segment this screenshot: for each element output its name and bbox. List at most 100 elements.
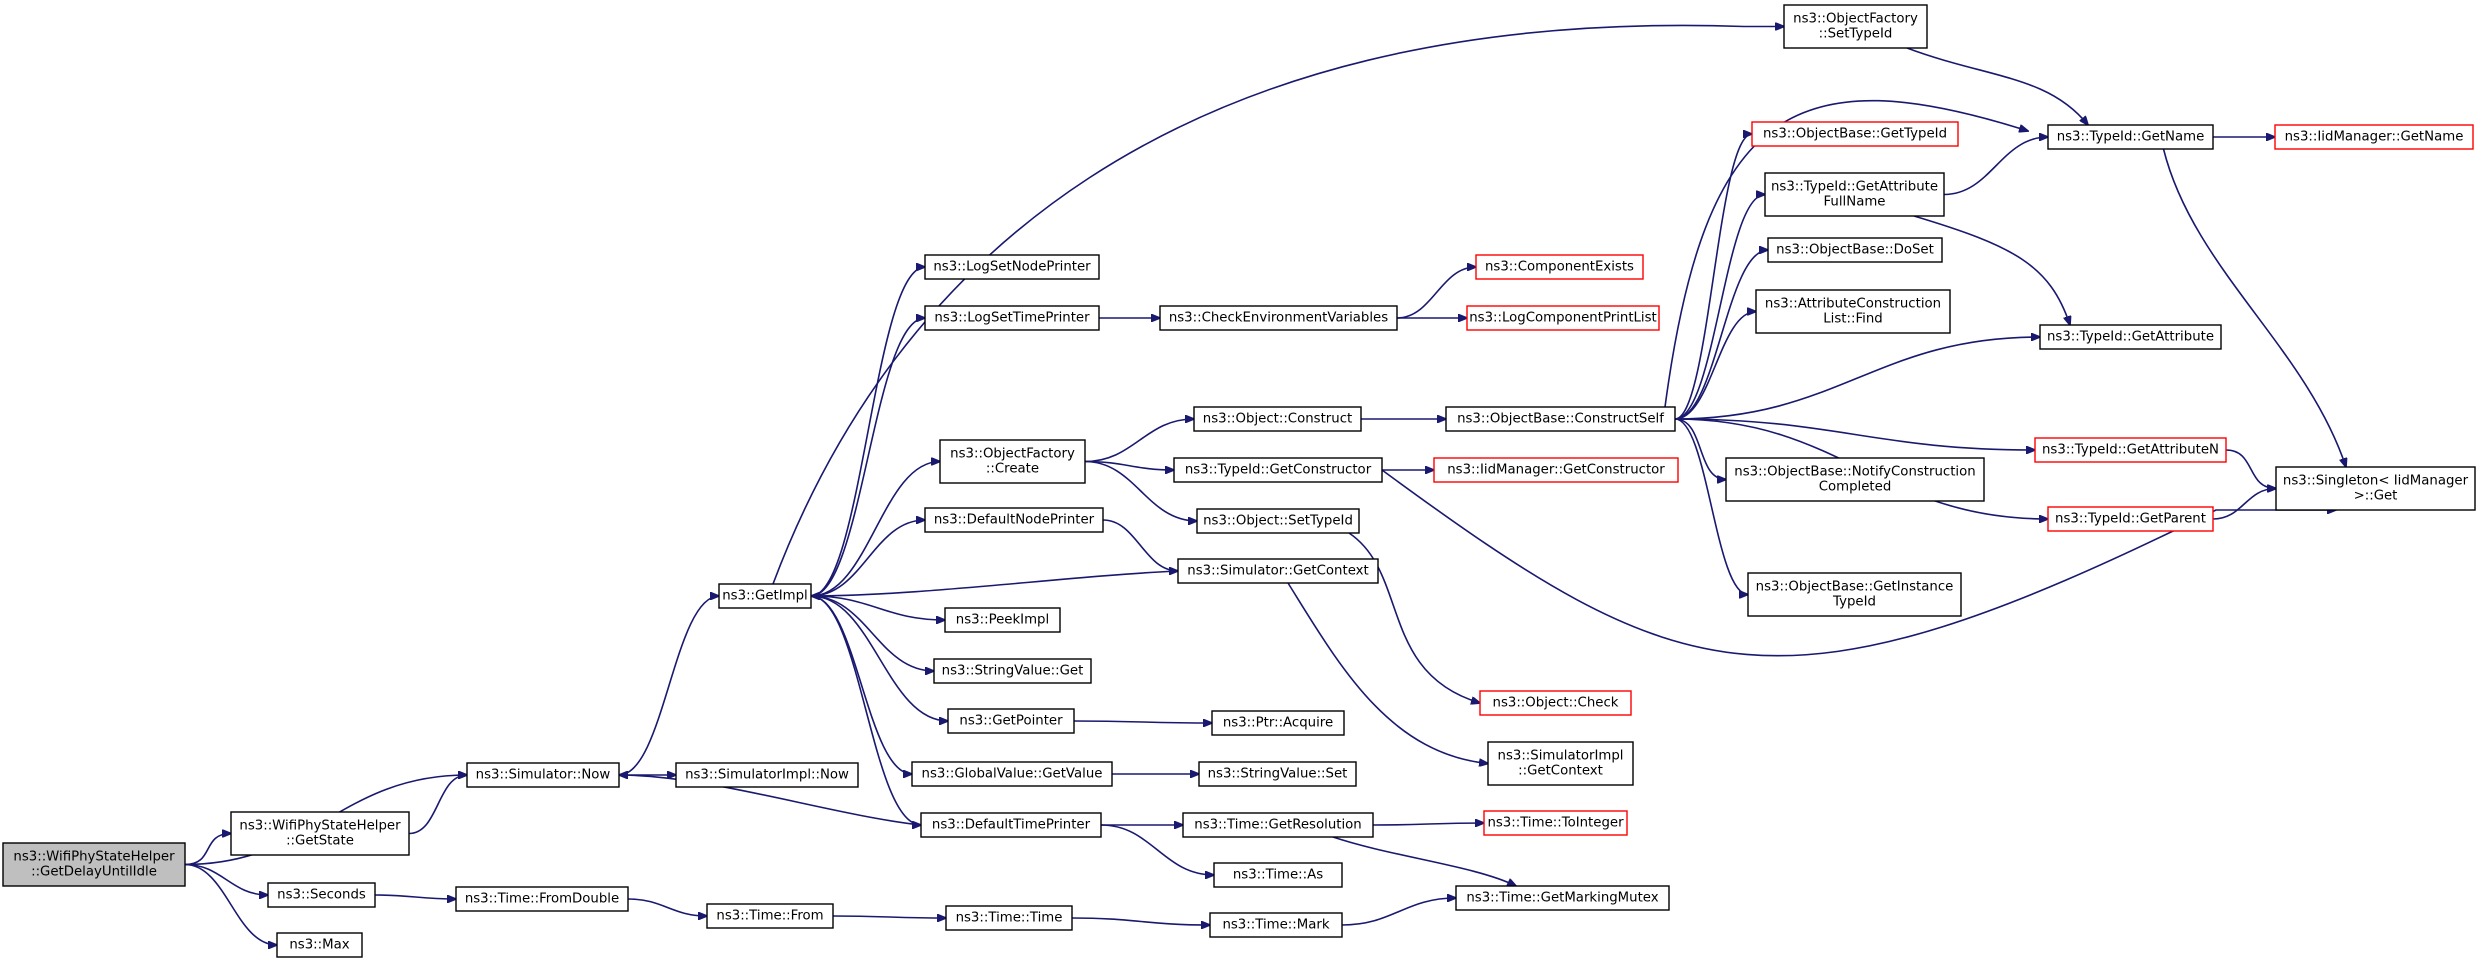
node-getpointer[interactable]: ns3::GetPointer	[947, 708, 1075, 734]
edge-getimpl-to-objfactory_create	[810, 462, 940, 597]
node-box	[1475, 254, 1644, 280]
edge-checkenv-to-compexists	[1396, 267, 1476, 319]
node-objfactory_settypeid[interactable]: ns3::ObjectFactory::SetTypeId	[1783, 4, 1928, 49]
node-sim_now[interactable]: ns3::Simulator::Now	[466, 762, 620, 788]
node-compexists[interactable]: ns3::ComponentExists	[1475, 254, 1644, 280]
node-logtime[interactable]: ns3::LogSetTimePrinter	[924, 305, 1100, 331]
node-stringvalue_set[interactable]: ns3::StringValue::Set	[1198, 761, 1357, 787]
node-stringvalue_get[interactable]: ns3::StringValue::Get	[933, 658, 1092, 684]
node-globalvalue[interactable]: ns3::GlobalValue::GetValue	[911, 761, 1113, 787]
node-obj_construct[interactable]: ns3::Object::Construct	[1193, 406, 1362, 432]
node-getimpl[interactable]: ns3::GetImpl	[718, 583, 812, 609]
node-seconds[interactable]: ns3::Seconds	[267, 882, 376, 908]
node-label: ns3::Time::FromDouble	[465, 892, 619, 907]
node-box	[1455, 885, 1670, 911]
node-typeid_getparent[interactable]: ns3::TypeId::GetParent	[2047, 506, 2214, 532]
edge-constructself-to-getattrfullname	[1674, 195, 1765, 420]
node-obj_check[interactable]: ns3::Object::Check	[1479, 690, 1632, 716]
node-markingmutex[interactable]: ns3::Time::GetMarkingMutex	[1455, 885, 1670, 911]
node-box	[944, 607, 1061, 633]
node-box	[1751, 121, 1959, 147]
node-objbase_gettypeid[interactable]: ns3::ObjectBase::GetTypeId	[1751, 121, 1959, 147]
edge-typeid_getparent-to-singleton_get	[2212, 489, 2276, 520]
node-label: ns3::GetPointer	[959, 714, 1063, 729]
node-typeid_getname[interactable]: ns3::TypeId::GetName	[2047, 124, 2214, 150]
node-box	[2, 842, 186, 887]
node-typeid_getattributen[interactable]: ns3::TypeId::GetAttributeN	[2034, 437, 2227, 463]
node-simimpl_getcontext[interactable]: ns3::SimulatorImpl::GetContext	[1487, 741, 1634, 786]
node-mark[interactable]: ns3::Time::Mark	[1209, 912, 1343, 938]
edge-root-to-seconds	[184, 863, 268, 896]
node-time_time[interactable]: ns3::Time::Time	[945, 905, 1073, 931]
node-box	[2039, 324, 2222, 350]
edge-objfactory_settypeid-to-typeid_getname	[1906, 47, 2088, 125]
node-box	[718, 583, 812, 609]
node-max[interactable]: ns3::Max	[276, 932, 363, 958]
node-box	[920, 812, 1102, 838]
node-time_as[interactable]: ns3::Time::As	[1213, 862, 1343, 888]
node-box	[1433, 457, 1679, 483]
node-typeid_getconstructor[interactable]: ns3::TypeId::GetConstructor	[1173, 457, 1383, 483]
edge-getpointer-to-ptr_acquire	[1073, 721, 1212, 723]
edge-getimpl-to-logtime	[810, 318, 925, 597]
node-lognode[interactable]: ns3::LogSetNodePrinter	[924, 254, 1100, 280]
node-iid_getname[interactable]: ns3::IidManager::GetName	[2274, 124, 2474, 150]
node-box	[1445, 406, 1676, 432]
node-objfactory_create[interactable]: ns3::ObjectFactory::Create	[939, 439, 1086, 484]
node-label: ns3::Object::SetTypeId	[1203, 514, 1353, 529]
node-getstate[interactable]: ns3::WifiPhyStateHelper::GetState	[230, 811, 410, 856]
node-peekimpl[interactable]: ns3::PeekImpl	[944, 607, 1061, 633]
edge-constructself-to-objbase_gettypeid	[1674, 134, 1752, 420]
node-label: ns3::DefaultTimePrinter	[932, 818, 1091, 833]
node-fromdouble[interactable]: ns3::Time::FromDouble	[455, 886, 629, 912]
node-box	[947, 708, 1075, 734]
node-root[interactable]: ns3::WifiPhyStateHelper::GetDelayUntilId…	[2, 842, 186, 887]
node-typeid_getattribute[interactable]: ns3::TypeId::GetAttribute	[2039, 324, 2222, 350]
node-label: ns3::AttributeConstruction	[1765, 297, 1941, 312]
node-label: ns3::LogSetTimePrinter	[934, 311, 1090, 326]
node-label: ns3::Time::Mark	[1222, 918, 1329, 933]
node-label: ns3::StringValue::Get	[942, 664, 1084, 679]
edge-sim_getcontext-to-simimpl_getcontext	[1287, 582, 1488, 764]
node-getresolution[interactable]: ns3::Time::GetResolution	[1182, 812, 1374, 838]
node-deftime[interactable]: ns3::DefaultTimePrinter	[920, 812, 1102, 838]
node-from[interactable]: ns3::Time::From	[706, 903, 834, 929]
node-label: ns3::Simulator::GetContext	[1187, 564, 1368, 579]
node-constructself[interactable]: ns3::ObjectBase::ConstructSelf	[1445, 406, 1676, 432]
node-label: ns3::Simulator::Now	[476, 768, 611, 783]
node-box	[924, 254, 1100, 280]
node-label: Completed	[1819, 480, 1892, 495]
node-box	[455, 886, 629, 912]
edge-objfactory_create-to-obj_settypeid	[1084, 460, 1197, 522]
node-box	[2047, 124, 2214, 150]
node-sim_getcontext[interactable]: ns3::Simulator::GetContext	[1177, 558, 1379, 584]
node-label: ns3::TypeId::GetAttribute	[2047, 330, 2214, 345]
node-logcomplist[interactable]: ns3::LogComponentPrintList	[1466, 305, 1660, 331]
node-iid_getconstructor[interactable]: ns3::IidManager::GetConstructor	[1433, 457, 1679, 483]
node-checkenv[interactable]: ns3::CheckEnvironmentVariables	[1159, 305, 1398, 331]
node-label: ns3::Seconds	[277, 888, 366, 903]
node-label: ns3::ObjectBase::NotifyConstruction	[1734, 465, 1975, 480]
node-label: ns3::PeekImpl	[956, 613, 1049, 628]
node-ptr_acquire[interactable]: ns3::Ptr::Acquire	[1211, 710, 1345, 736]
node-defnode[interactable]: ns3::DefaultNodePrinter	[924, 507, 1104, 533]
node-tointeger[interactable]: ns3::Time::ToInteger	[1483, 810, 1628, 836]
node-simimpl_now[interactable]: ns3::SimulatorImpl::Now	[675, 762, 859, 788]
node-label: ns3::SimulatorImpl::Now	[685, 768, 849, 783]
node-label: ns3::TypeId::GetAttribute	[1771, 180, 1938, 195]
node-box	[1177, 558, 1379, 584]
edge-constructself-to-getinstancetypeid	[1674, 418, 1748, 595]
node-doset[interactable]: ns3::ObjectBase::DoSet	[1767, 237, 1943, 263]
node-notifyconstruction[interactable]: ns3::ObjectBase::NotifyConstructionCompl…	[1725, 457, 1985, 502]
edge-getimpl-to-defnode	[810, 520, 925, 597]
node-obj_settypeid[interactable]: ns3::Object::SetTypeId	[1196, 508, 1360, 534]
edge-getattrfullname-to-typeid_getname	[1943, 137, 2048, 196]
edge-root-to-getstate	[184, 834, 231, 866]
edge-typeid_getattributen-to-singleton_get	[2225, 449, 2276, 489]
node-box	[1198, 761, 1357, 787]
node-singleton_get[interactable]: ns3::Singleton< IidManager>::Get	[2275, 466, 2476, 511]
